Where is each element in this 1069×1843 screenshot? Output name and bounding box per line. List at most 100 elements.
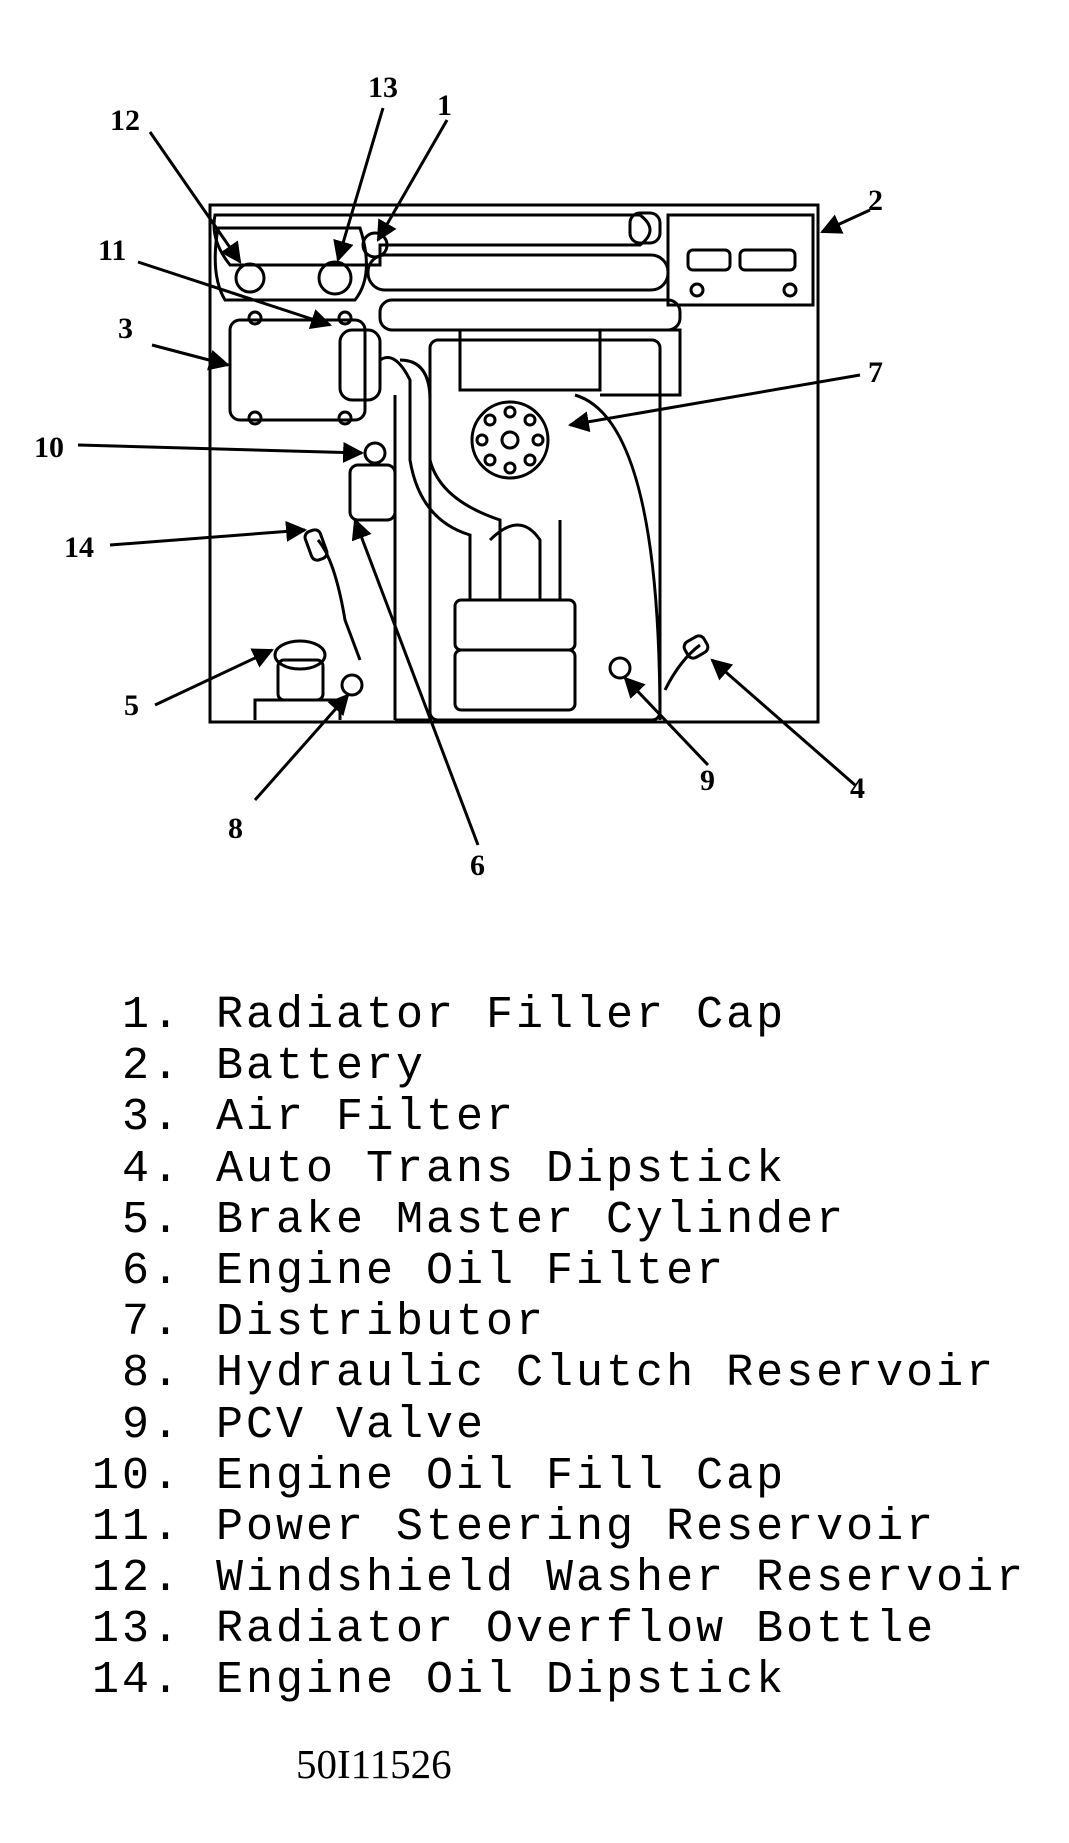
legend-number: 2.: [121, 1041, 182, 1093]
overflow-bottle-cap: [317, 260, 353, 296]
legend-label: Power Steering Reservoir: [216, 1501, 937, 1553]
radiator-upper-hose: [366, 253, 670, 292]
legend-item: 11. Power Steering Reservoir: [70, 1502, 1050, 1553]
legend-item: 6. Engine Oil Filter: [70, 1246, 1050, 1297]
leader-14: [109, 520, 308, 547]
leader-6: [351, 518, 480, 846]
callout-14: 14: [64, 531, 94, 564]
distributor-terminals: [475, 405, 545, 475]
hydraulic-clutch-reservoir: [340, 673, 364, 697]
callout-2: 2: [868, 184, 883, 217]
legend-number: 6.: [121, 1245, 182, 1297]
auto-trans-dipstick-tube: [663, 643, 701, 691]
legend-number: 3.: [121, 1092, 182, 1144]
engine-compartment-outline: [208, 203, 820, 724]
pcv-valve: [608, 656, 632, 680]
legend-label: Distributor: [216, 1297, 547, 1349]
callout-13: 13: [368, 71, 398, 104]
legend-number: 4.: [121, 1143, 182, 1195]
legend-item: 2. Battery: [70, 1041, 1050, 1092]
legend-item: 7. Distributor: [70, 1297, 1050, 1348]
legend-item: 13. Radiator Overflow Bottle: [70, 1604, 1050, 1655]
air-filter: [228, 318, 367, 422]
legend-label: Auto Trans Dipstick: [216, 1143, 787, 1195]
intake-tube-outer: [379, 356, 472, 600]
legend-item: 3. Air Filter: [70, 1092, 1050, 1143]
leader-1: [376, 119, 449, 242]
legend-label: Engine Oil Dipstick: [216, 1655, 787, 1707]
brake-master-cylinder-cap: [273, 639, 327, 671]
battery-vent-right: [738, 248, 797, 272]
engine-oil-pan-lower: [453, 648, 577, 712]
intake-tube-inner: [399, 358, 502, 600]
legend-item: 8.Hydraulic Clutch Reservoir: [70, 1348, 1050, 1399]
engine-oil-pan-upper: [453, 598, 577, 652]
legend-number: 11.: [91, 1501, 182, 1553]
leader-11: [137, 260, 332, 330]
callout-1: 1: [437, 89, 452, 122]
leader-9: [623, 676, 710, 767]
power-steering-reservoir: [338, 328, 382, 402]
engine-oil-dipstick-tube: [316, 539, 362, 661]
legend-label: Hydraulic Clutch Reservoir: [216, 1348, 997, 1400]
callout-12: 12: [110, 104, 140, 137]
callout-10: 10: [34, 431, 64, 464]
engine-side: [393, 395, 430, 722]
legend-item: 1.Radiator Filler Cap: [70, 990, 1050, 1041]
legend-label: Brake Master Cylinder: [216, 1194, 847, 1246]
callout-3: 3: [118, 312, 133, 345]
battery: [666, 213, 815, 307]
washer-reservoir-cap: [234, 262, 266, 294]
legend-number: 7.: [121, 1297, 182, 1349]
engine-oil-filter: [348, 463, 397, 522]
legend-label: Air Filter: [216, 1092, 517, 1144]
leader-3: [151, 343, 231, 371]
leader-4: [710, 658, 856, 787]
legend-number: 13.: [91, 1604, 182, 1656]
distributor: [470, 400, 550, 480]
legend-label: Engine Oil Filter: [216, 1245, 727, 1297]
engine-valve-cover: [458, 328, 602, 392]
legend-item: 10.Engine Oil Fill Cap: [70, 1451, 1050, 1502]
leader-12: [148, 131, 242, 264]
battery-terminal-positive: [782, 282, 798, 298]
callout-7: 7: [868, 356, 883, 389]
legend-number: 9.: [121, 1399, 182, 1451]
engine-block: [428, 338, 662, 722]
legend-label: Radiator Overflow Bottle: [216, 1604, 937, 1656]
washer-reservoir: [213, 226, 368, 302]
leader-2: [820, 208, 871, 234]
distributor-rotor: [500, 430, 520, 450]
callout-5: 5: [124, 689, 139, 722]
radiator-filler-cap: [361, 231, 389, 259]
air-filter-clip: [247, 310, 263, 326]
air-filter-clip: [337, 410, 353, 426]
air-filter-clip: [247, 410, 263, 426]
legend-label: Battery: [216, 1041, 427, 1093]
air-filter-clip: [337, 310, 353, 326]
engine-compartment-diagram: 1 2 3 4 5 6 7 8 9 10 11 12 13 14: [0, 0, 1069, 920]
callout-6: 6: [470, 849, 485, 882]
engine-right-flank: [574, 393, 662, 721]
engine-compartment-drawing: 1 2 3 4 5 6 7 8 9 10 11 12 13 14: [34, 71, 883, 882]
legend-number: 10.: [91, 1450, 182, 1502]
engine-oil-dipstick: [303, 528, 329, 562]
leader-10: [77, 441, 365, 463]
legend-item: 12. Windshield Washer Reservoir: [70, 1553, 1050, 1604]
legend-number: 12.: [91, 1553, 182, 1605]
callout-9: 9: [700, 764, 715, 797]
auto-trans-dipstick: [682, 634, 710, 660]
leader-8: [253, 693, 350, 801]
leader-5: [154, 648, 274, 707]
radiator-tank: [378, 298, 682, 332]
legend-item: 5. Brake Master Cylinder: [70, 1195, 1050, 1246]
legend-item: 9. PCV Valve: [70, 1400, 1050, 1451]
callout-8: 8: [228, 812, 243, 845]
legend-number: 5.: [121, 1194, 182, 1246]
radiator-cap-neck: [628, 211, 662, 245]
legend-label: Windshield Washer Reservoir: [216, 1553, 1027, 1605]
callout-numbers: 1 2 3 4 5 6 7 8 9 10 11 12 13 14: [34, 71, 883, 882]
legend-number: 1.: [121, 990, 182, 1041]
legend-label: PCV Valve: [216, 1399, 487, 1451]
